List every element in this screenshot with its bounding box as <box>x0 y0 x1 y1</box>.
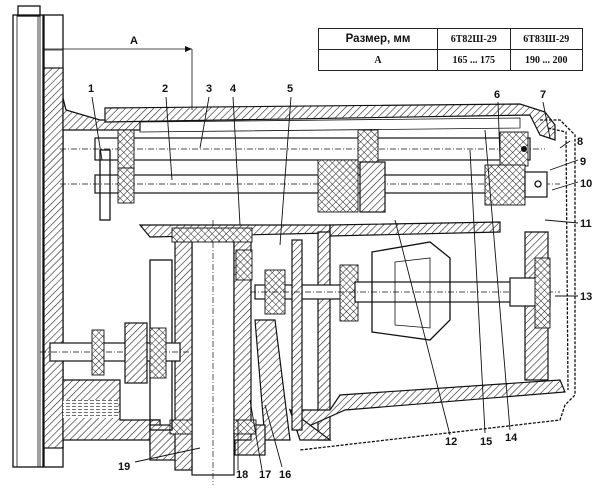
callout-13: 13 <box>580 291 592 303</box>
callout-4: 4 <box>230 83 237 95</box>
callout-15: 15 <box>480 436 492 448</box>
oil-bath <box>63 400 118 418</box>
callout-7: 7 <box>540 89 546 101</box>
vertical-spindle <box>149 220 257 485</box>
callout-10: 10 <box>580 178 592 190</box>
shaft-2 <box>60 149 560 221</box>
callout-17: 17 <box>259 469 271 481</box>
table-cell: А <box>318 49 438 71</box>
dimension-a-label: A <box>130 35 138 47</box>
callout-6: 6 <box>494 89 500 101</box>
callout-9: 9 <box>580 156 586 168</box>
middle-shaft <box>250 239 560 431</box>
table-header-row: Размер, мм 6Т82Ш-29 6Т83Ш-29 <box>318 28 583 50</box>
callout-12: 12 <box>445 436 457 448</box>
callout-3: 3 <box>206 83 212 95</box>
callout-labels: 1 2 3 4 5 6 7 8 9 10 11 12 13 14 15 16 1… <box>88 83 592 481</box>
callout-18: 18 <box>236 469 248 481</box>
table-cell: 190 ... 200 <box>509 49 583 71</box>
callout-14: 14 <box>505 432 518 444</box>
table-row: А 165 ... 175 190 ... 200 <box>318 49 583 71</box>
table-header-cell: Размер, мм <box>318 28 438 50</box>
callout-8: 8 <box>577 136 583 148</box>
callout-11: 11 <box>580 218 592 230</box>
dimension-a: A <box>43 35 193 110</box>
shaft-3 <box>60 129 545 169</box>
mounting-flange <box>12 5 64 468</box>
table-cell: 165 ... 175 <box>437 49 511 71</box>
table-header-cell: 6Т82Ш-29 <box>437 28 511 50</box>
callout-5: 5 <box>287 83 293 95</box>
housing-cover <box>299 119 576 451</box>
callout-1: 1 <box>88 83 94 95</box>
lower-left-shaft <box>40 322 190 384</box>
dimension-table: Размер, мм 6Т82Ш-29 6Т83Ш-29 А 165 ... 1… <box>318 28 583 71</box>
callout-leaders <box>91 96 579 471</box>
callout-19: 19 <box>118 461 130 473</box>
callout-2: 2 <box>162 83 168 95</box>
callout-16: 16 <box>279 469 291 481</box>
table-header-cell: 6Т83Ш-29 <box>509 28 583 50</box>
